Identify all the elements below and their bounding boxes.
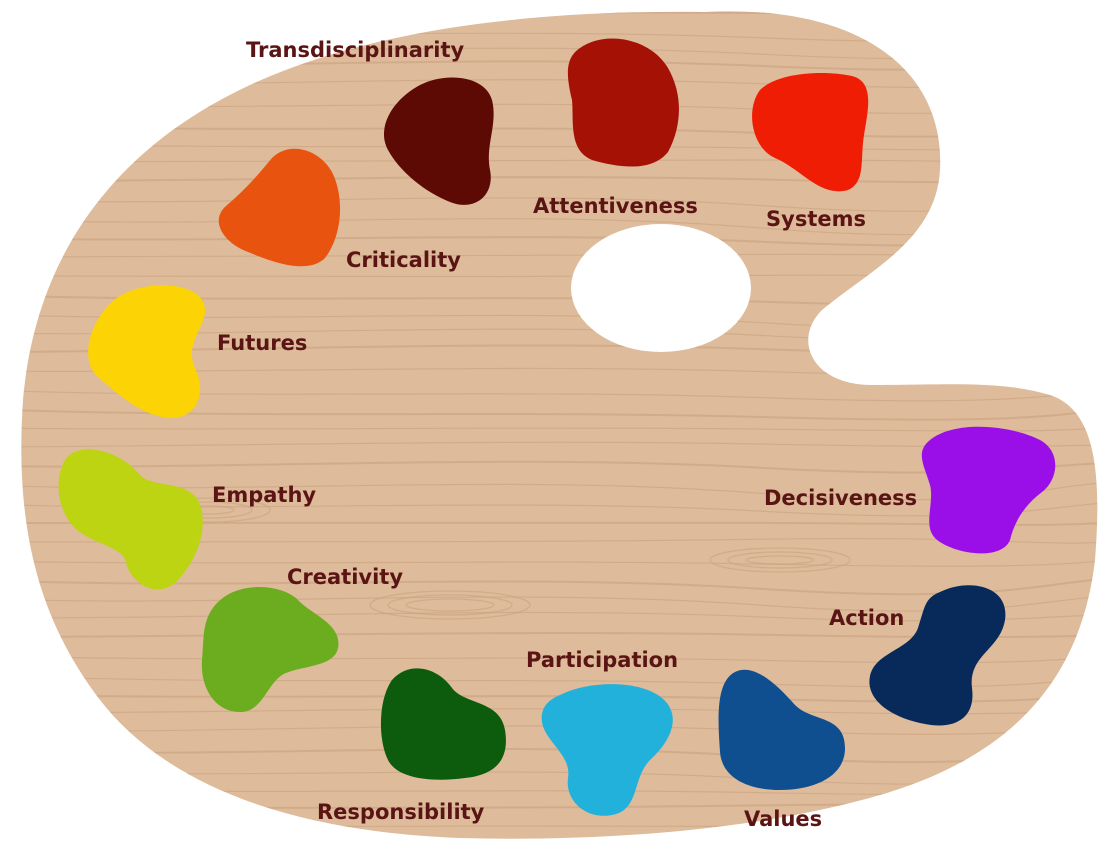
paint-blob-creativity <box>201 586 339 712</box>
paint-blob-values <box>718 669 845 790</box>
thumb-hole <box>571 224 751 352</box>
wood-knot <box>709 547 851 573</box>
label-creativity: Creativity <box>287 565 403 589</box>
label-action: Action <box>829 606 904 630</box>
label-attentiveness: Attentiveness <box>533 194 698 218</box>
label-systems: Systems <box>766 207 866 231</box>
paint-blob-attentiveness <box>567 38 679 167</box>
wood-knot <box>369 590 531 620</box>
paint-blobs <box>58 38 1056 816</box>
label-values: Values <box>744 807 822 831</box>
wood-grain-line <box>21 425 1098 432</box>
wood-knot <box>405 598 495 612</box>
paint-blob-participation <box>541 684 673 816</box>
label-transdisciplinarity: Transdisciplinarity <box>246 38 465 62</box>
wood-grain-line <box>21 11 1098 16</box>
wood-grain-line <box>21 595 1098 612</box>
wood-grain-line <box>21 576 1098 596</box>
label-empathy: Empathy <box>212 483 316 507</box>
wood-knot <box>387 594 513 616</box>
wood-grain-line <box>21 558 1098 567</box>
label-criticality: Criticality <box>346 248 461 272</box>
wood-grain-line <box>21 653 1098 664</box>
wood-grain-line <box>21 672 1098 688</box>
paint-blob-action <box>869 585 1006 726</box>
wood-knot <box>745 555 815 565</box>
wood-grain-line <box>21 406 1098 421</box>
label-participation: Participation <box>526 648 678 672</box>
wood-knot <box>727 551 833 569</box>
label-responsibility: Responsibility <box>317 800 485 824</box>
competency-labels: Transdisciplinarity Attentiveness System… <box>212 38 917 831</box>
paint-blob-futures <box>88 285 206 419</box>
paint-blob-responsibility <box>380 668 506 780</box>
paint-blob-transdisciplinarity <box>383 77 494 205</box>
wood-grain-line <box>21 611 1098 622</box>
label-decisiveness: Decisiveness <box>764 486 917 510</box>
label-futures: Futures <box>217 331 307 355</box>
wood-grain-line <box>21 632 1098 639</box>
paint-blob-decisiveness <box>921 426 1056 554</box>
paint-blob-systems <box>752 72 869 192</box>
paint-blob-empathy <box>58 449 203 590</box>
paint-blob-criticality <box>218 148 341 267</box>
